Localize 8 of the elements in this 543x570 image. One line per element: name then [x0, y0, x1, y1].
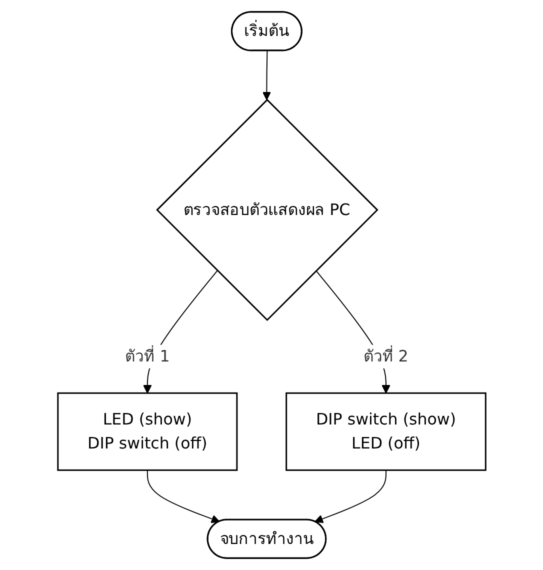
- arrow: [262, 50, 271, 100]
- node-box: LED (show) DIP switch (off): [56, 392, 238, 471]
- arrow: [146, 470, 220, 524]
- edge-label: ตัวที่ 2: [363, 346, 408, 366]
- arrow: [314, 470, 386, 524]
- edge-label: ตัวที่ 1: [124, 346, 170, 366]
- node-diamond: ตรวจสอบตัวแสดงผล PC: [156, 98, 378, 322]
- node-box: DIP switch (show) LED (off): [285, 392, 486, 471]
